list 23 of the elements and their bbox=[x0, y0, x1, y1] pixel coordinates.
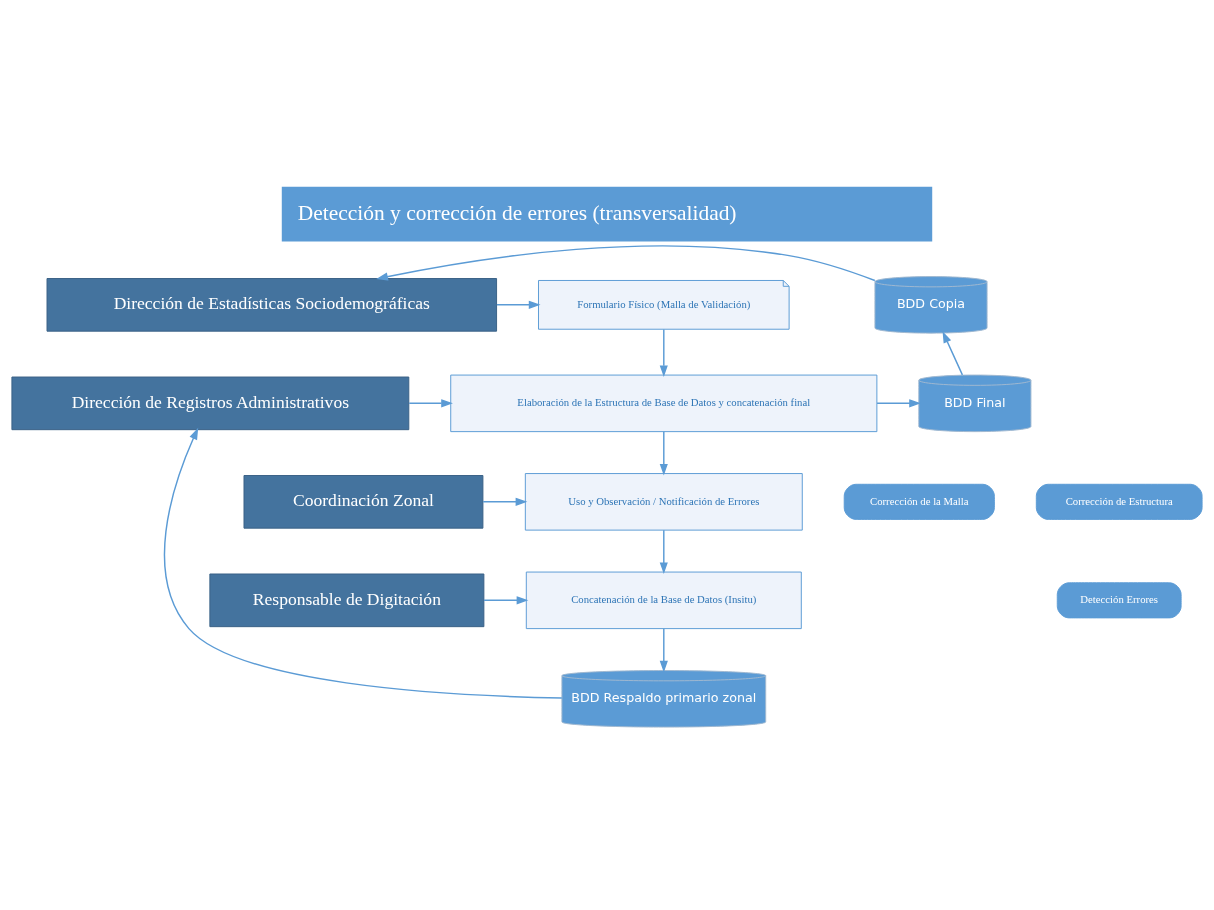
node-box: Elaboración de la Estructura de Base de Datos y concatenación final bbox=[450, 374, 878, 433]
arrow bbox=[942, 331, 964, 376]
arrow bbox=[659, 431, 668, 476]
node-box: Responsable de Digitación bbox=[209, 573, 485, 628]
node-box: Concatenación de la Base de Datos (Insitu) bbox=[525, 571, 802, 630]
arrow bbox=[482, 497, 528, 506]
node-box: Dirección de Registros Administrativos bbox=[11, 376, 410, 431]
node-box: Corrección de la Malla bbox=[843, 483, 995, 520]
node-box: Coordinación Zonal bbox=[243, 475, 484, 529]
arrow bbox=[376, 245, 876, 282]
arrow bbox=[163, 427, 563, 699]
arrow bbox=[408, 399, 453, 408]
diagram-title: Detección y corrección de errores (transversalidad) bbox=[297, 200, 737, 225]
arrow bbox=[483, 596, 529, 605]
node-box: Dirección de Estadísticas Sociodemográficas bbox=[46, 278, 498, 332]
arrow bbox=[659, 529, 668, 575]
arrow bbox=[496, 300, 541, 309]
arrow bbox=[659, 628, 668, 673]
node-box: Corrección de Estructura bbox=[1035, 483, 1203, 520]
node-box: Uso y Observación / Notificación de Errores bbox=[524, 473, 803, 531]
arrow bbox=[876, 399, 921, 408]
arrow bbox=[659, 328, 668, 378]
node-box: Detección Errores bbox=[1056, 582, 1182, 619]
